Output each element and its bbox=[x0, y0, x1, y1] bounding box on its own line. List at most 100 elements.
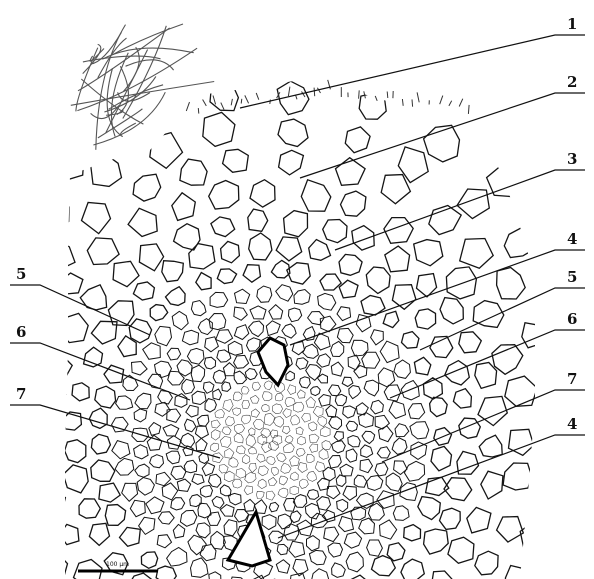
root-hair bbox=[120, 123, 135, 136]
tissue-cell bbox=[290, 472, 298, 480]
tissue-cell bbox=[346, 449, 357, 462]
tissue-cell bbox=[392, 285, 416, 310]
tissue-cell bbox=[337, 328, 353, 342]
tissue-cell bbox=[246, 435, 256, 447]
tissue-cell bbox=[283, 443, 294, 453]
tissue-cell bbox=[267, 457, 276, 465]
tissue-cell bbox=[344, 532, 361, 548]
tissue-cell bbox=[328, 543, 343, 557]
tissue-cell bbox=[367, 476, 383, 491]
tissue-cell bbox=[79, 499, 100, 518]
tissue-cell bbox=[380, 341, 399, 363]
tissue-cell bbox=[329, 417, 342, 430]
tissue-cell bbox=[497, 517, 524, 542]
tissue-cell bbox=[252, 382, 260, 390]
tissue-cell bbox=[364, 380, 379, 396]
tissue-cell bbox=[163, 425, 179, 437]
tissue-cell bbox=[505, 376, 537, 406]
root-hair bbox=[71, 82, 214, 106]
tissue-cell bbox=[63, 465, 88, 493]
tissue-cell bbox=[296, 449, 305, 457]
tissue-cell bbox=[89, 408, 107, 428]
epidermis-fringe bbox=[213, 96, 216, 105]
tissue-cell bbox=[168, 371, 185, 385]
tissue-cell bbox=[186, 405, 198, 417]
leader-4-top bbox=[290, 250, 585, 345]
tissue-cell bbox=[290, 486, 299, 495]
tissue-cell bbox=[414, 357, 430, 375]
tissue-cell bbox=[156, 566, 176, 579]
tissue-cell bbox=[402, 332, 419, 349]
tissue-cell bbox=[60, 273, 83, 294]
tissue-cell bbox=[307, 536, 320, 551]
tissue-cell bbox=[366, 267, 390, 294]
tissue-cell bbox=[408, 404, 424, 419]
tissue-cell bbox=[331, 341, 344, 356]
tissue-cell bbox=[249, 463, 256, 472]
tissue-cell bbox=[65, 440, 86, 463]
tissue-cell bbox=[196, 273, 211, 290]
tissue-cell bbox=[309, 434, 319, 442]
tissue-cell bbox=[219, 465, 228, 474]
tissue-cell bbox=[386, 473, 402, 491]
tissue-cell bbox=[248, 428, 255, 435]
tissue-cell bbox=[394, 360, 411, 378]
tissue-cell bbox=[89, 523, 109, 545]
tissue-cell bbox=[233, 392, 242, 401]
tissue-cell bbox=[84, 347, 103, 367]
tissue-cell bbox=[362, 352, 380, 368]
tissue-cell bbox=[289, 308, 302, 322]
tissue-cell bbox=[135, 464, 149, 477]
tissue-cell bbox=[245, 369, 257, 380]
tissue-cell bbox=[116, 396, 133, 409]
epidermis-fringe bbox=[221, 103, 224, 110]
tissue-cell bbox=[309, 240, 331, 261]
leader-3 bbox=[335, 170, 585, 250]
tissue-cell bbox=[42, 241, 75, 269]
tissue-cell bbox=[224, 471, 234, 482]
tissue-cell bbox=[197, 415, 209, 426]
tissue-cell bbox=[99, 483, 120, 502]
tissue-cell bbox=[345, 127, 370, 153]
tissue-cell bbox=[134, 409, 147, 422]
tissue-cell bbox=[234, 307, 248, 320]
tissue-cell bbox=[37, 551, 68, 579]
tissue-cell bbox=[446, 267, 476, 299]
tissue-cell bbox=[401, 559, 424, 579]
tissue-cell bbox=[404, 525, 421, 541]
tissue-cell bbox=[215, 409, 225, 418]
tissue-cell bbox=[210, 82, 238, 110]
tissue-cell bbox=[300, 377, 311, 388]
tissue-cell bbox=[91, 152, 122, 186]
tissue-cell bbox=[358, 413, 373, 428]
label-5-right: 5 bbox=[567, 268, 577, 286]
label-7-left: 7 bbox=[16, 385, 26, 403]
tissue-cell bbox=[393, 506, 409, 521]
tissue-cell bbox=[180, 510, 197, 526]
tissue-cell bbox=[150, 305, 168, 321]
tissue-cell bbox=[134, 445, 149, 459]
tissue-cell bbox=[284, 498, 296, 511]
tissue-cell bbox=[250, 395, 259, 403]
epidermis-fringe bbox=[288, 87, 290, 96]
tissue-cell bbox=[270, 430, 278, 438]
tissue-cell bbox=[157, 535, 171, 548]
tissue-cell bbox=[277, 544, 288, 554]
tissue-cell bbox=[143, 343, 161, 360]
epidermis-fringe bbox=[402, 99, 403, 106]
tissue-cell bbox=[311, 569, 328, 579]
tissue-cell bbox=[150, 133, 183, 169]
tissue-cell bbox=[487, 165, 521, 197]
tissue-cell bbox=[288, 385, 296, 395]
epidermis-fringe bbox=[440, 96, 443, 105]
tissue-cell bbox=[346, 552, 363, 572]
tissue-cell bbox=[352, 226, 374, 251]
tissue-cell bbox=[184, 460, 197, 472]
tissue-cell bbox=[285, 397, 295, 406]
epidermis-fringe bbox=[256, 93, 259, 100]
tissue-cell bbox=[245, 473, 256, 484]
tissue-cell bbox=[172, 193, 196, 221]
tissue-cell bbox=[95, 386, 116, 408]
tissue-cell bbox=[284, 211, 308, 237]
epidermis-fringe bbox=[375, 96, 377, 101]
